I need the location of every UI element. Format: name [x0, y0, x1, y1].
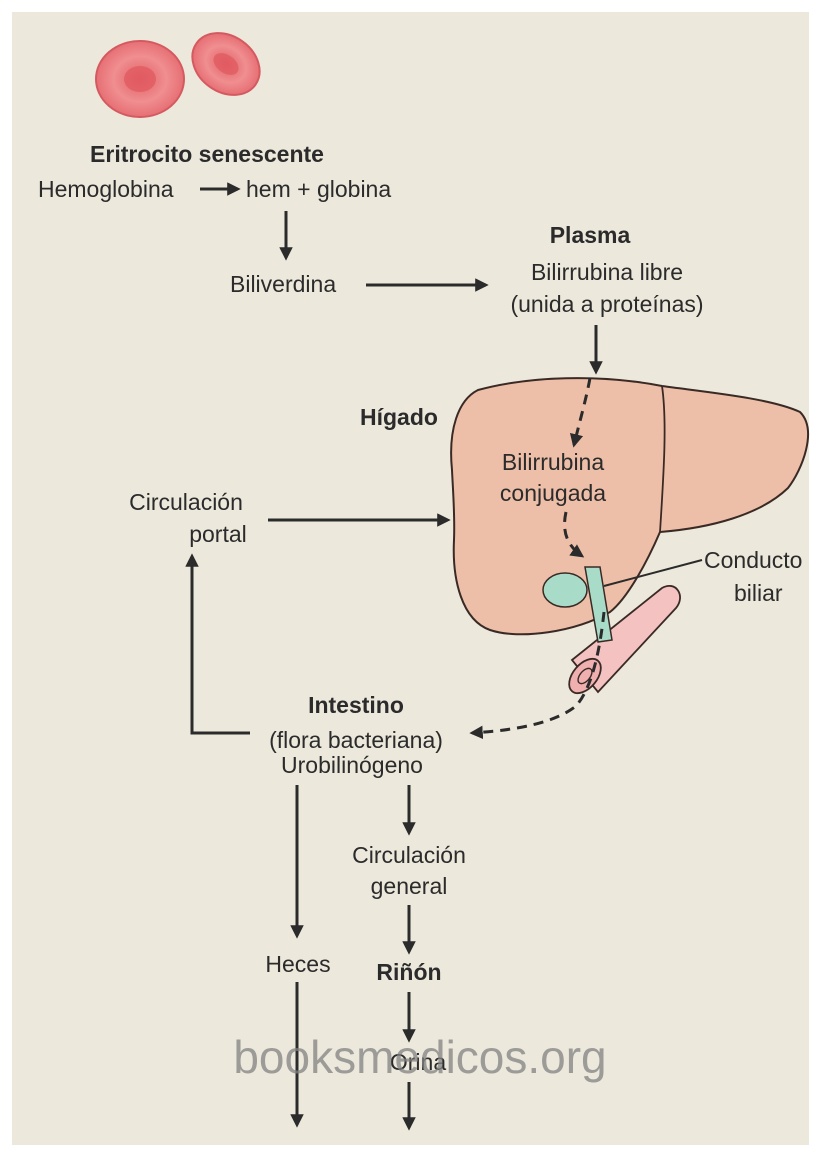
rbc-title: Eritrocito senescente	[90, 139, 324, 169]
urobilinogeno-label: Urobilinógeno	[281, 750, 423, 780]
circulacion-portal-label-1: Circulación	[129, 487, 243, 517]
hem-globina-label: hem + globina	[246, 174, 391, 204]
rinon-label: Riñón	[376, 957, 441, 987]
bilirrubina-label: Bilirrubina	[502, 447, 604, 477]
higado-label: Hígado	[360, 402, 438, 432]
circulacion-portal-label-2: portal	[189, 519, 247, 549]
gallbladder-icon	[543, 573, 587, 607]
circulacion-general-label-2: general	[371, 871, 448, 901]
intestino-title: Intestino	[308, 690, 404, 720]
plasma-title: Plasma	[550, 220, 631, 250]
biliverdina-label: Biliverdina	[230, 269, 336, 299]
arrow-intestino-portal	[192, 556, 250, 733]
circulacion-general-label-1: Circulación	[352, 840, 466, 870]
unida-proteinas-label: (unida a proteínas)	[510, 289, 703, 319]
conducto-label: Conducto	[704, 545, 802, 575]
bilirrubina-libre-label: Bilirrubina libre	[531, 257, 683, 287]
red-blood-cell-icon	[96, 20, 272, 117]
biliar-label: biliar	[734, 578, 783, 608]
flow-arrows	[192, 189, 596, 1128]
conjugada-label: conjugada	[500, 478, 606, 508]
watermark: booksmedicos.org	[233, 1030, 606, 1084]
heces-label: Heces	[265, 949, 330, 979]
hemoglobina-label: Hemoglobina	[38, 174, 174, 204]
